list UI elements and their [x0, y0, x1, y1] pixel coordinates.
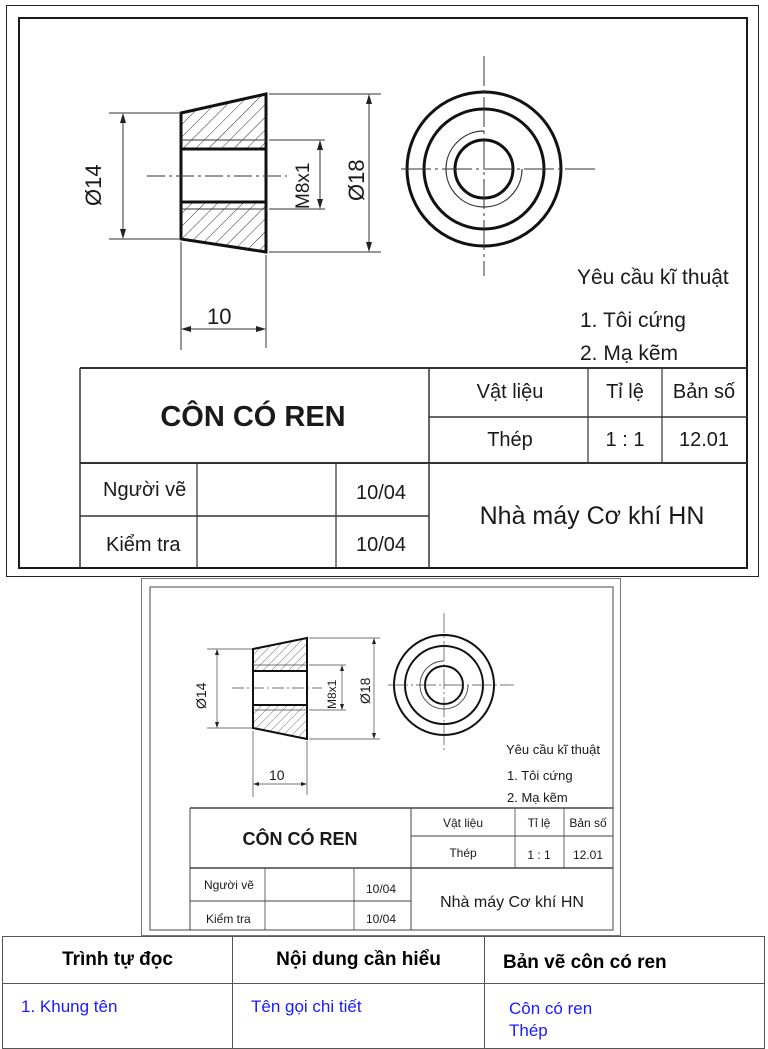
sheet-label: Bản số	[673, 381, 735, 403]
dimension-thread: M8x1	[325, 679, 339, 709]
dimension-thread: M8x1	[293, 163, 314, 209]
cell-step: 1. Khung tên	[2, 983, 233, 1049]
header-content: Nội dung cần hiểu	[232, 936, 485, 984]
technical-drawing-large: Ø14 M8x1 Ø18 10 Yêu cầu kĩ thuật 1. Tôi …	[18, 17, 748, 569]
drawn-by-label: Người vẽ	[204, 878, 254, 892]
title-block	[189, 807, 613, 930]
checked-by-label: Kiểm tra	[206, 912, 251, 926]
dimension-left-diameter: Ø14	[81, 164, 106, 206]
requirement-item-1: 1. Tôi cứng	[507, 768, 573, 783]
scale-label: Tỉ lệ	[528, 816, 551, 830]
requirement-item-2: 2. Mạ kẽm	[507, 790, 568, 805]
drawing-border	[149, 586, 614, 931]
checked-by-date: 10/04	[366, 912, 396, 926]
header-reading-order: Trình tự đọc	[2, 936, 233, 984]
title-block	[79, 367, 747, 568]
drawn-by-date: 10/04	[356, 482, 406, 504]
dimension-length: 10	[207, 304, 231, 329]
dimension-right-diameter: Ø18	[357, 677, 373, 704]
checked-by-label: Kiểm tra	[106, 534, 181, 556]
cell-answer: Côn có ren Thép	[484, 983, 765, 1049]
end-view	[388, 613, 514, 751]
end-view	[401, 56, 595, 276]
requirements-title: Yêu cầu kĩ thuật	[577, 266, 729, 289]
material-value: Thép	[487, 429, 533, 451]
sheet-value: 12.01	[679, 429, 729, 451]
requirement-item-1: 1. Tôi cứng	[580, 309, 686, 332]
requirement-item-2: 2. Mạ kẽm	[580, 342, 678, 365]
dimension-left-diameter: Ø14	[193, 682, 209, 709]
header-drawing: Bản vẽ côn có ren	[484, 936, 765, 984]
scale-label: Tỉ lệ	[606, 381, 644, 403]
scale-value: 1 : 1	[606, 429, 645, 451]
answer-line-2: Thép	[509, 1021, 548, 1040]
sheet-label: Bản số	[569, 816, 607, 830]
material-label: Vật liệu	[443, 816, 483, 830]
cell-content: Tên gọi chi tiết	[232, 983, 485, 1049]
requirements-title: Yêu cầu kĩ thuật	[506, 742, 600, 757]
table-header-row: Trình tự đọc Nội dung cần hiểu Bản vẽ cô…	[2, 936, 765, 984]
sheet-value: 12.01	[573, 848, 603, 862]
table-row: 1. Khung tên Tên gọi chi tiết Côn có ren…	[2, 983, 765, 1049]
part-name: CÔN CÓ REN	[242, 828, 357, 849]
part-name: CÔN CÓ REN	[160, 399, 345, 433]
scale-value: 1 : 1	[527, 848, 551, 862]
drawn-by-date: 10/04	[366, 882, 396, 896]
material-label: Vật liệu	[477, 381, 544, 403]
company-name: Nhà máy Cơ khí HN	[440, 894, 584, 911]
section-view	[109, 92, 381, 350]
technical-drawing-small: Ø14 M8x1 Ø18 10 Yêu cầu kĩ thuật 1. Tôi …	[149, 586, 614, 931]
dimension-length: 10	[269, 767, 285, 783]
dimension-right-diameter: Ø18	[344, 159, 369, 201]
checked-by-date: 10/04	[356, 534, 406, 556]
material-value: Thép	[449, 846, 477, 860]
answer-line-1: Côn có ren	[509, 999, 593, 1018]
drawn-by-label: Người vẽ	[103, 479, 186, 501]
reading-table: Trình tự đọc Nội dung cần hiểu Bản vẽ cô…	[2, 936, 765, 1049]
drawing-figure-small: Ø14 M8x1 Ø18 10 Yêu cầu kĩ thuật 1. Tôi …	[141, 578, 621, 936]
drawing-figure-large: Ø14 M8x1 Ø18 10 Yêu cầu kĩ thuật 1. Tôi …	[6, 5, 759, 577]
section-view	[207, 636, 380, 797]
company-name: Nhà máy Cơ khí HN	[480, 502, 705, 530]
drawing-border	[18, 17, 748, 569]
